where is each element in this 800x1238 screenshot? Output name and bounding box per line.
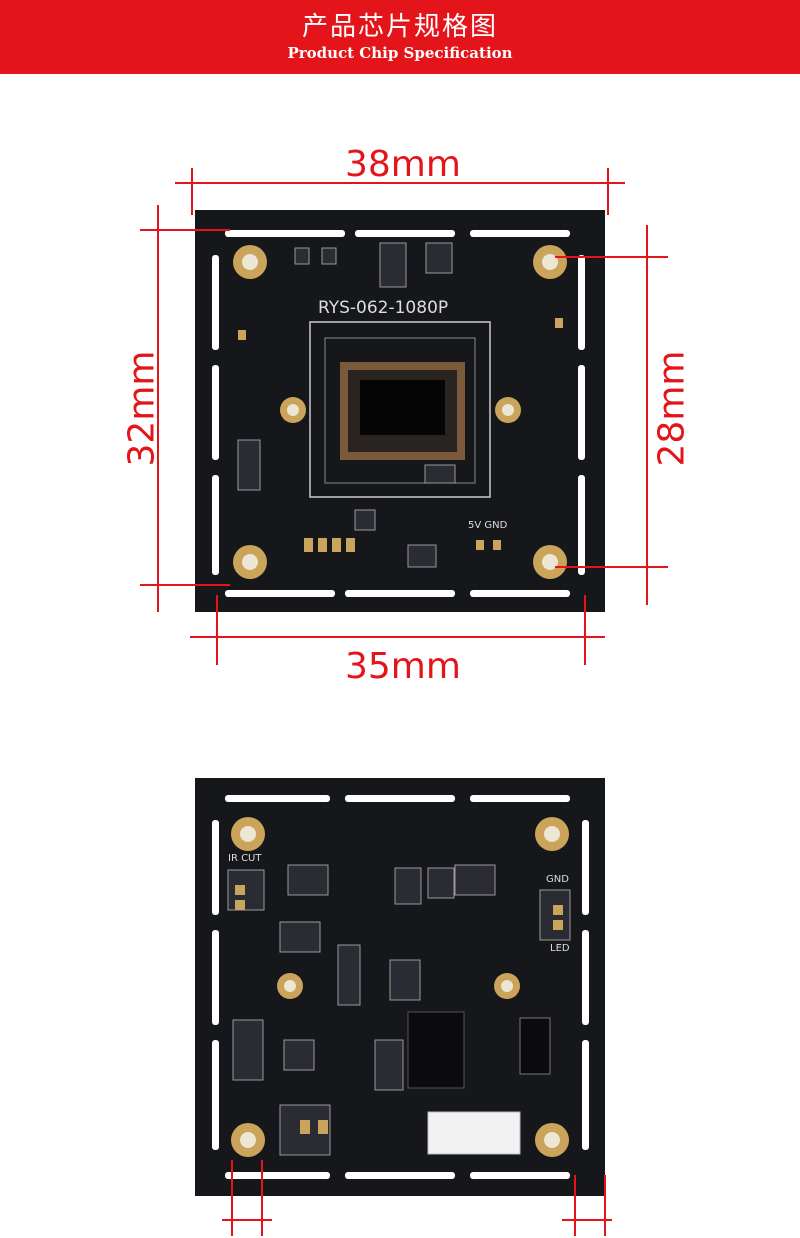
height-right-label: 28mm: [651, 350, 693, 467]
ircut-label: IR CUT: [228, 853, 262, 864]
header-banner: [0, 0, 800, 74]
front-board: [195, 210, 605, 612]
gnd-label: GND: [546, 874, 569, 885]
sensor-die: [360, 380, 445, 435]
back-mount-holes: [231, 817, 569, 1157]
back-board: [195, 778, 605, 1196]
back-frame-slots: [212, 795, 589, 1179]
width-bottom-label: 35mm: [345, 646, 461, 687]
page-subtitle: Product Chip Specification: [287, 44, 513, 62]
power-label: 5V GND: [468, 520, 508, 531]
front-mount-holes: [233, 245, 567, 579]
dsp-chip: [407, 1011, 465, 1089]
width-top-label: 38mm: [345, 144, 461, 185]
dimension-lines: [140, 168, 668, 1236]
led-label: LED: [550, 943, 570, 954]
height-left-label: 32mm: [121, 350, 163, 467]
page-title: 产品芯片规格图: [301, 12, 498, 42]
front-frame-slots: [212, 230, 585, 597]
board-model-label: RYS-062-1080P: [318, 298, 449, 318]
connector: [427, 1111, 521, 1155]
